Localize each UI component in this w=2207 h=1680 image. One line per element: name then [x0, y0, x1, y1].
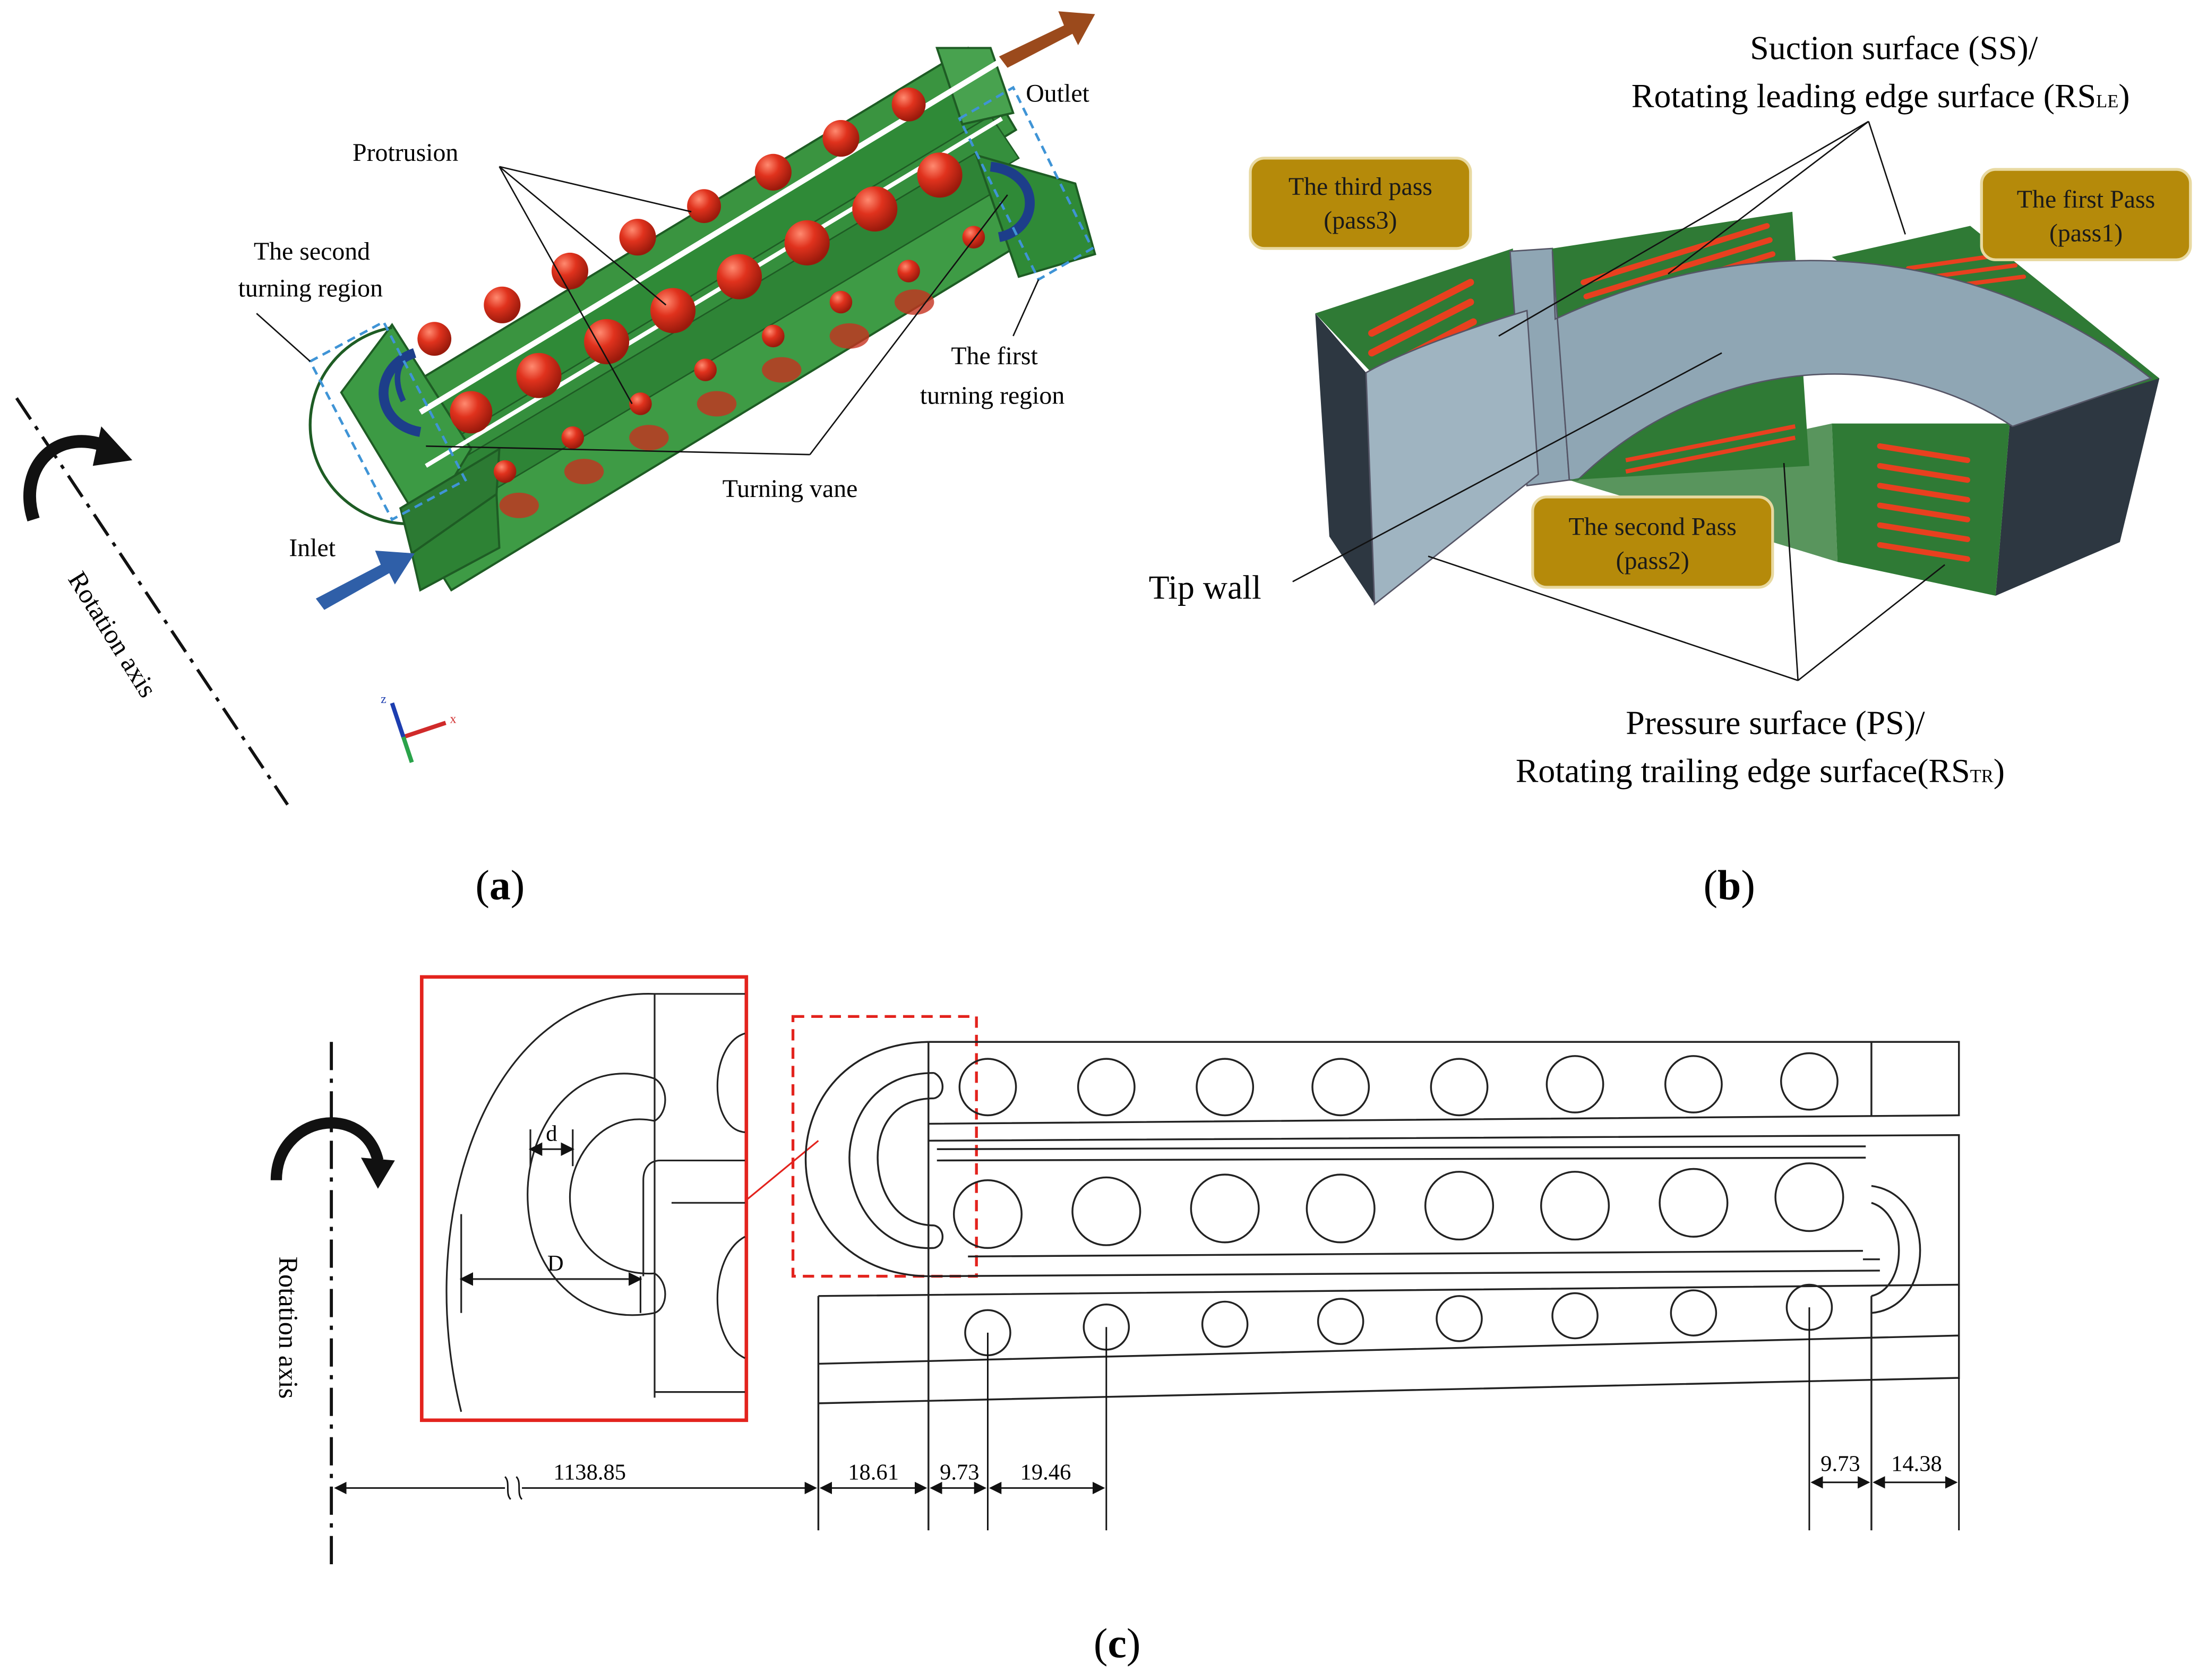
- tip-wall: [1551, 251, 2153, 481]
- zoom-inset-box: [419, 975, 749, 1422]
- panel-a: Rotation axis: [15, 11, 1096, 909]
- triad-z-label: z: [381, 692, 387, 706]
- inset-d-label: d: [546, 1121, 557, 1146]
- protrusion-circles: [952, 1052, 1844, 1357]
- dimension-lines: [334, 1307, 1960, 1531]
- svg-text:The first Pass: The first Pass: [2017, 185, 2155, 213]
- zoom-inset-detail: [445, 993, 745, 1412]
- svg-text:The third pass: The third pass: [1289, 173, 1432, 201]
- third-pass-box: The third pass (pass3): [1249, 157, 1472, 250]
- svg-text:The second Pass: The second Pass: [1569, 513, 1737, 541]
- dim-label-3: 9.73: [940, 1460, 979, 1485]
- svg-text:(pass3): (pass3): [1324, 207, 1397, 235]
- protrusions: [417, 87, 985, 518]
- pass3-dark-face: [1315, 313, 1375, 604]
- first-turning-label-2: turning region: [920, 381, 1064, 409]
- ps-label-1: Pressure surface (PS)/: [1626, 704, 1925, 742]
- panel-b: Suction surface (SS)/ Rotating leading e…: [1149, 29, 2192, 909]
- caption-a: (a): [475, 862, 525, 909]
- tip-wall-label: Tip wall: [1149, 568, 1261, 606]
- outlet-arrow-icon: [999, 11, 1095, 68]
- channel-drawing: [804, 1041, 1960, 1531]
- ps-label-2: Rotating trailing edge surface(RSTR): [1516, 752, 2005, 790]
- turning-vane-label: Turning vane: [723, 475, 858, 503]
- triad-x-label: x: [450, 712, 456, 726]
- first-turning-region-box: [958, 85, 1094, 281]
- second-turning-label-1: The second: [254, 237, 370, 265]
- rotation-axis-line: [15, 397, 289, 806]
- pass1-side-ribs: [1877, 443, 1971, 562]
- first-turning-label-1: The first: [951, 342, 1038, 370]
- caption-b: (b): [1704, 862, 1755, 909]
- first-pass-box: The first Pass (pass1): [1980, 168, 2192, 261]
- dim-label-6: 14.38: [1891, 1451, 1942, 1476]
- channel-body: [308, 46, 1096, 592]
- turning-vane-1: [990, 161, 1035, 242]
- inset-big-d-label: D: [547, 1251, 564, 1276]
- inlet-arrow-icon: [315, 550, 415, 610]
- protrusion-label: Protrusion: [353, 139, 458, 167]
- panel-c: Rotation axis d D: [270, 975, 1960, 1667]
- highlight-dashed-box: [791, 1015, 978, 1278]
- second-pass-box: The second Pass (pass2): [1531, 495, 1774, 589]
- inlet-label: Inlet: [289, 534, 336, 562]
- outlet-label: Outlet: [1026, 79, 1089, 107]
- ss-label-2: Rotating leading edge surface (RSLE): [1631, 77, 2130, 115]
- axis-triad-icon: z x: [381, 692, 456, 764]
- pass1-dark-face: [1995, 378, 2160, 596]
- svg-text:(pass1): (pass1): [2049, 219, 2123, 247]
- svg-text:(pass2): (pass2): [1616, 547, 1689, 575]
- rotation-axis-label-c: Rotation axis: [273, 1256, 303, 1399]
- dim-label-5: 9.73: [1820, 1451, 1860, 1476]
- caption-c: (c): [1094, 1620, 1141, 1667]
- second-turning-label-2: turning region: [238, 274, 383, 302]
- rotation-arrow-icon-c: [270, 1117, 384, 1181]
- dim-label-1: 1138.85: [553, 1460, 626, 1485]
- dim-label-2: 18.61: [848, 1460, 899, 1485]
- rotation-axis-label: Rotation axis: [63, 566, 163, 702]
- second-turning-region-box: [308, 320, 467, 521]
- rotation-arrow-icon: [23, 435, 116, 522]
- ss-label-1: Suction surface (SS)/: [1750, 29, 2038, 67]
- dim-label-4: 19.46: [1020, 1460, 1071, 1485]
